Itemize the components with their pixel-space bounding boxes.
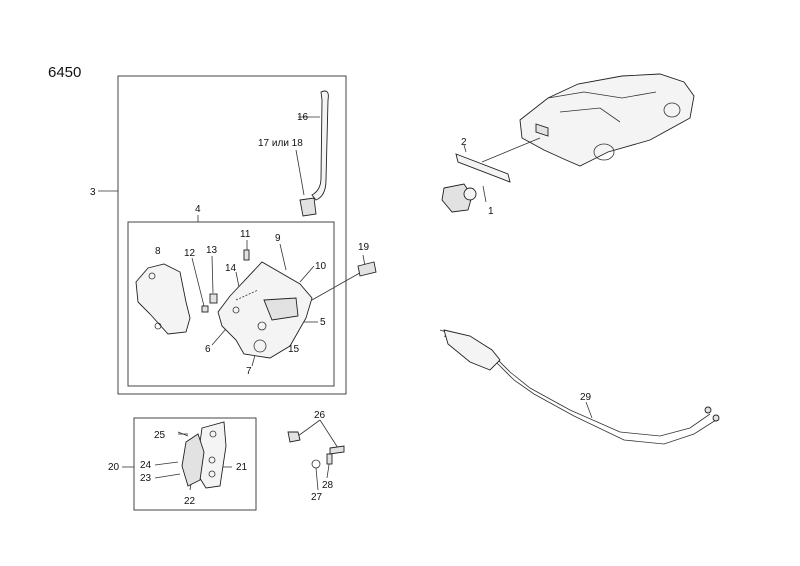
pin-12 xyxy=(201,305,209,313)
callouts: 1 2 3 4 5 6 7 8 9 10 11 12 13 14 15 16 1… xyxy=(90,112,592,507)
callout-13: 13 xyxy=(206,245,218,256)
callout-arrow xyxy=(481,137,541,163)
latch-plate-5 xyxy=(263,297,299,321)
callout-28: 28 xyxy=(322,480,334,491)
callout-1: 1 xyxy=(488,206,494,217)
pin-13 xyxy=(209,293,218,304)
diagram-code: 6450 xyxy=(48,64,81,81)
callout-6: 6 xyxy=(205,344,211,355)
callout-16: 16 xyxy=(297,112,309,123)
callout-29: 29 xyxy=(580,392,592,403)
release-cable-29 xyxy=(439,329,720,445)
callout-3: 3 xyxy=(90,187,96,198)
callout-2: 2 xyxy=(461,137,467,148)
callout-15: 15 xyxy=(288,344,300,355)
callout-24: 24 xyxy=(140,460,152,471)
callout-21: 21 xyxy=(236,462,248,473)
bolt-26a xyxy=(287,431,301,443)
assembly-box-lower xyxy=(133,417,257,511)
callout-11: 11 xyxy=(240,229,251,240)
bolt-26b xyxy=(329,445,345,455)
bolt-19 xyxy=(357,261,377,277)
assembly-box-inner xyxy=(127,221,335,387)
callout-7: 7 xyxy=(246,366,252,377)
callout-17-or-18: 17 или 18 xyxy=(258,138,303,149)
car-illustration xyxy=(519,73,695,167)
clip-17 xyxy=(299,197,317,217)
callout-12: 12 xyxy=(184,248,196,259)
callout-23: 23 xyxy=(140,473,152,484)
latch-body xyxy=(217,261,313,359)
callout-20: 20 xyxy=(108,462,120,473)
callout-4: 4 xyxy=(195,204,201,215)
callout-8: 8 xyxy=(155,246,161,257)
callout-9: 9 xyxy=(275,233,281,244)
handle-1 xyxy=(455,153,511,183)
callout-22: 22 xyxy=(184,496,196,507)
washer-27 xyxy=(311,459,321,469)
pin-28 xyxy=(326,453,333,465)
rod-16 xyxy=(311,90,329,201)
assembly-box-outer xyxy=(117,75,347,395)
callout-26: 26 xyxy=(314,410,326,421)
callout-27: 27 xyxy=(311,492,323,503)
pin-11 xyxy=(243,249,250,261)
callout-10: 10 xyxy=(315,261,327,272)
callout-5: 5 xyxy=(320,317,326,328)
callout-19: 19 xyxy=(358,242,370,253)
bracket-22 xyxy=(181,433,205,487)
callout-14: 14 xyxy=(225,263,237,274)
plate-8 xyxy=(135,263,191,335)
callout-25: 25 xyxy=(154,430,166,441)
